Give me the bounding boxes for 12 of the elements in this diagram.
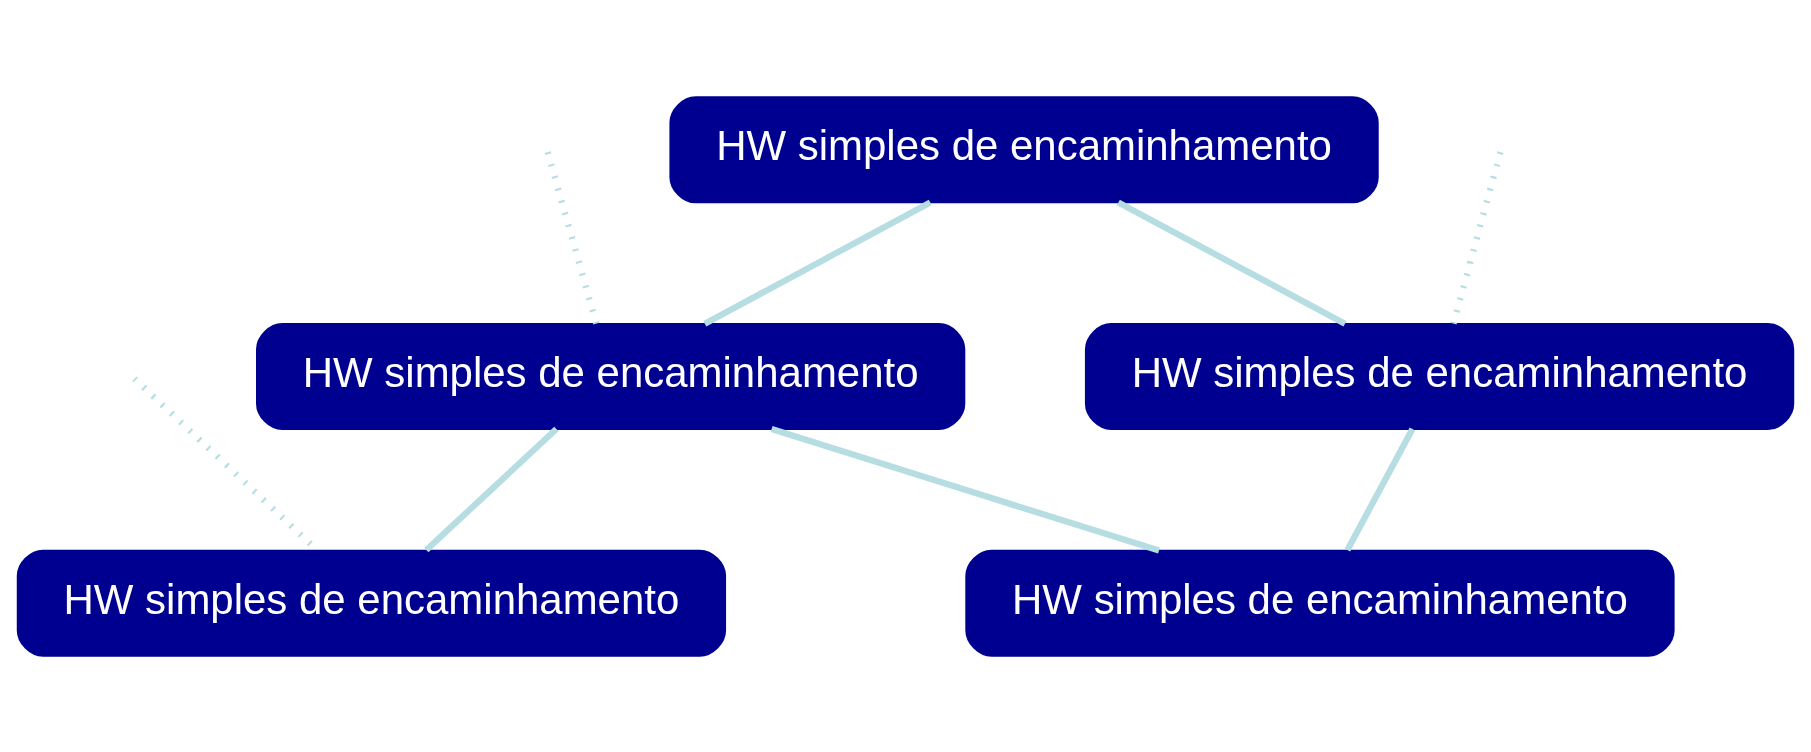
connector (1116, 199, 1347, 326)
node-box: HW simples de encaminhamento (669, 95, 1379, 203)
node-box: HW simples de encaminhamento (965, 549, 1675, 657)
connector (544, 150, 600, 324)
connector (1344, 427, 1416, 551)
node-box: HW simples de encaminhamento (1084, 322, 1795, 430)
node-box: HW simples de encaminhamento (256, 322, 966, 430)
connector (703, 199, 932, 326)
node-box: HW simples de encaminhamento (16, 549, 727, 657)
connector (1450, 150, 1504, 324)
connector (770, 425, 1160, 554)
connector (424, 426, 559, 552)
